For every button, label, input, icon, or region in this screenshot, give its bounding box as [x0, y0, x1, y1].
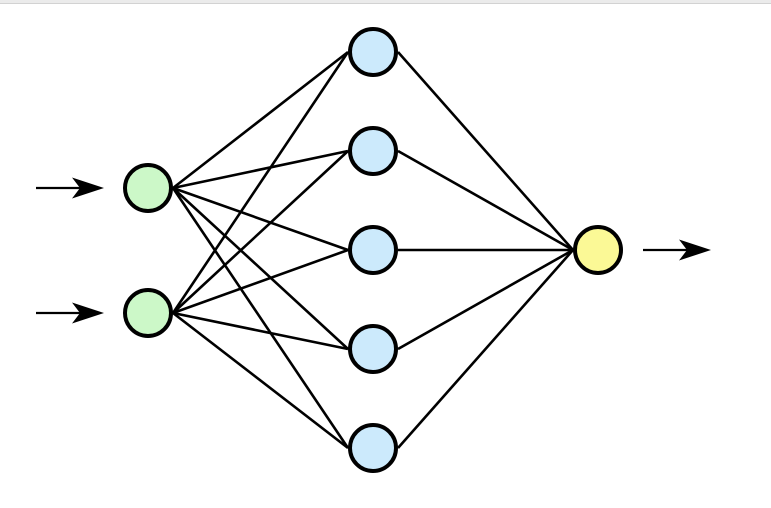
edge-in2-h3: [172, 248, 349, 315]
edge-in2-h5: [172, 311, 349, 450]
edge-in2-h4: [172, 311, 349, 351]
edge-in2-h2: [172, 150, 349, 314]
edge-in1-h5: [171, 187, 350, 449]
input-arrow-2-head: [72, 302, 104, 324]
edge-h1-out1: [397, 51, 574, 251]
input-arrow-1-head: [72, 177, 104, 199]
edge-h4-out1: [397, 248, 574, 351]
edge-in1-h3: [172, 186, 349, 252]
edge-in2-h1: [171, 51, 350, 314]
output-layer-node-out1: [573, 225, 623, 275]
hidden-layer-node-h3: [348, 225, 398, 275]
input-layer-node-in2: [123, 288, 173, 338]
input-layer-node-in1: [123, 163, 173, 213]
hidden-layer-node-h5: [348, 423, 398, 473]
edge-h2-out1: [397, 149, 574, 252]
edge-h5-out1: [397, 249, 574, 449]
edge-in1-h4: [172, 187, 349, 350]
hidden-layer-node-h4: [348, 324, 398, 374]
output-arrow-head: [679, 239, 711, 261]
window-top-edge: [0, 0, 771, 4]
hidden-layer-node-h2: [348, 126, 398, 176]
hidden-layer-node-h1: [348, 27, 398, 77]
edge-in1-h2: [172, 149, 349, 190]
edge-in1-h1: [172, 50, 349, 190]
